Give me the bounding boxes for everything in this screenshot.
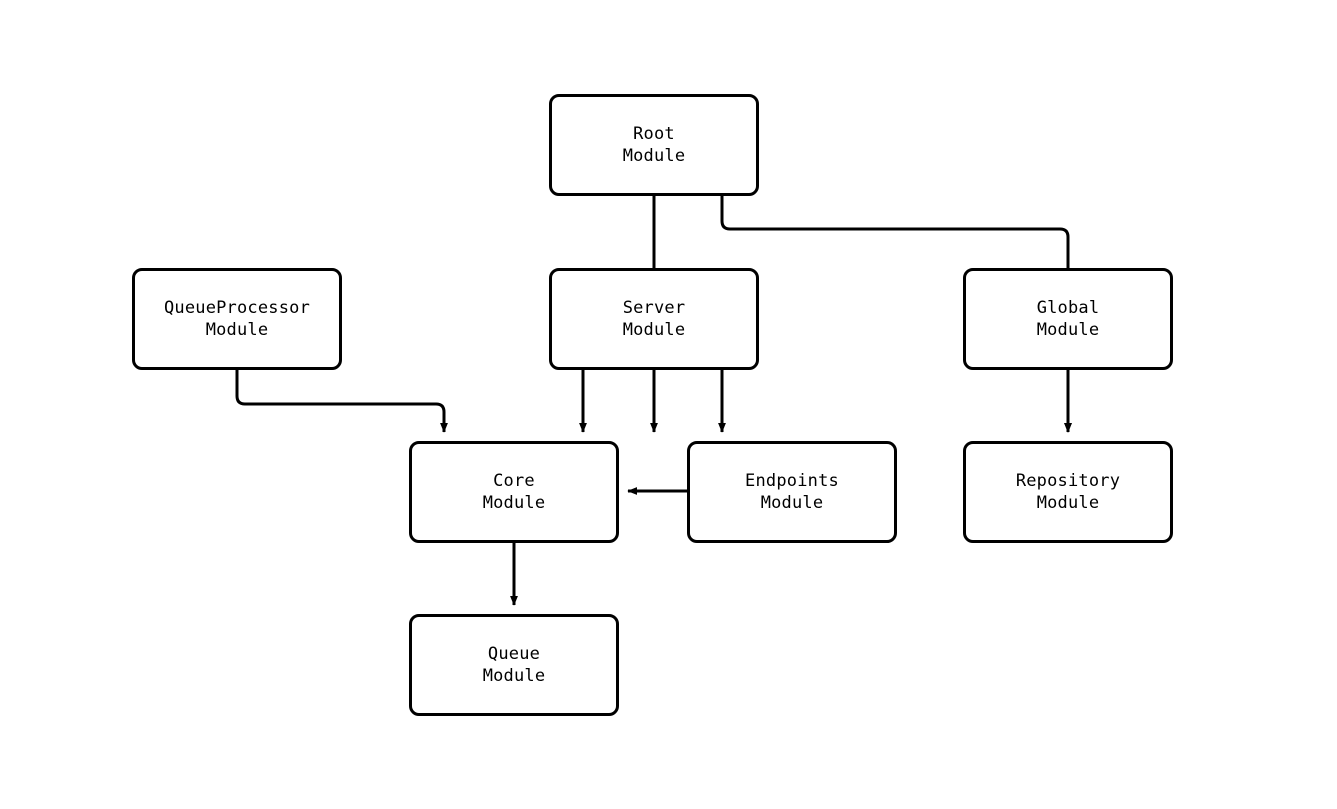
node-root-line2: Module [622, 146, 686, 166]
node-endpoints[interactable]: Endpoints Module [687, 441, 897, 543]
node-root-line1: Root [633, 124, 675, 144]
node-endpoints-line1: Endpoints [745, 471, 839, 491]
node-core-line1: Core [493, 471, 535, 491]
edge-root-to-global [720, 196, 1072, 433]
node-core-line2: Module [482, 493, 546, 513]
node-queueprocessor[interactable]: QueueProcessor Module [132, 268, 342, 370]
node-queue[interactable]: Queue Module [409, 614, 619, 716]
node-server-line2: Module [622, 320, 686, 340]
node-global[interactable]: Global Module [963, 268, 1173, 370]
node-root[interactable]: Root Module [549, 94, 759, 196]
edge-queueprocessor-to-core [235, 370, 448, 433]
node-global-line1: Global [1036, 298, 1100, 318]
node-global-line2: Module [1036, 320, 1100, 340]
node-repository-line1: Repository [1015, 471, 1121, 491]
node-queue-line2: Module [482, 666, 546, 686]
node-repository-line2: Module [1036, 493, 1100, 513]
node-queueprocessor-line1: QueueProcessor [163, 298, 311, 318]
node-server[interactable]: Server Module [549, 268, 759, 370]
node-endpoints-line2: Module [760, 493, 824, 513]
node-core[interactable]: Core Module [409, 441, 619, 543]
node-queue-line1: Queue [487, 644, 541, 664]
node-queueprocessor-line2: Module [205, 320, 269, 340]
node-server-line1: Server [622, 298, 686, 318]
node-repository[interactable]: Repository Module [963, 441, 1173, 543]
